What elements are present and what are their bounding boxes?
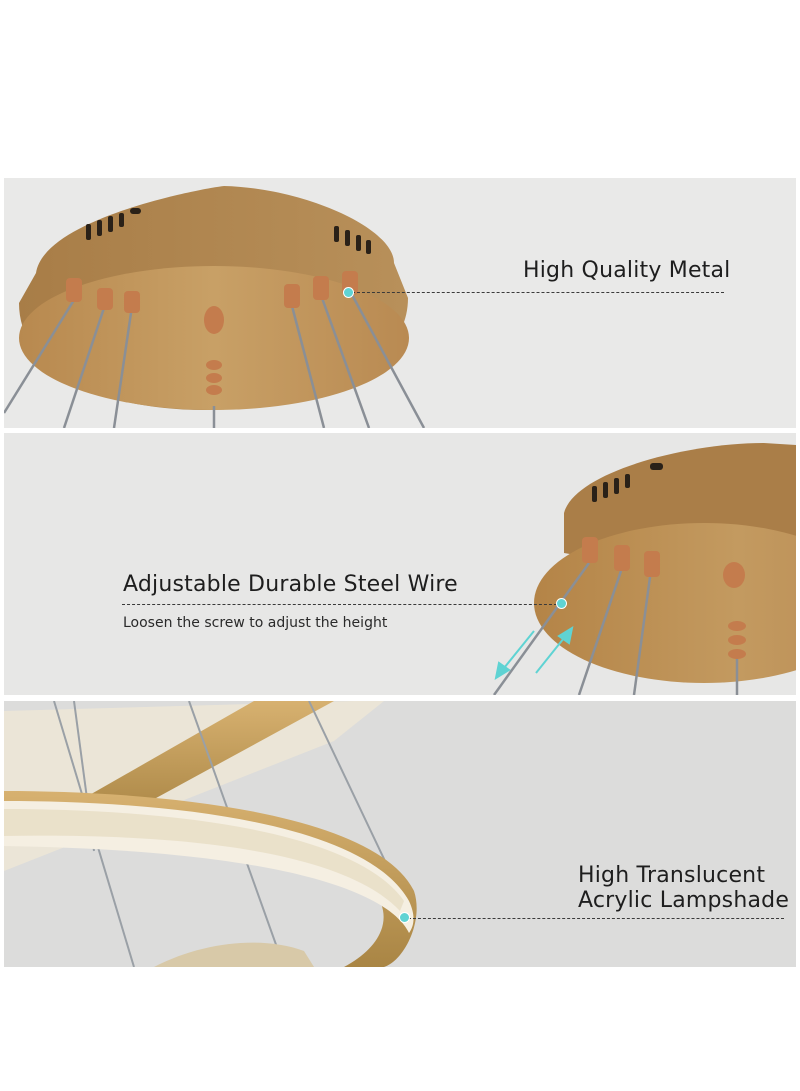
shade-callout-line [408,918,784,919]
metal-callout-title: High Quality Metal [523,258,731,283]
wire-illustration [492,443,796,695]
shade-callout-line1: High Translucent [578,863,766,888]
shade-callout-line2: Acrylic Lampshade [578,888,790,913]
wire-callout-line [122,604,562,605]
wire-callout-dot [557,599,566,608]
metal-callout-dot [344,288,353,297]
shade-callout-dot [400,913,409,922]
lampshade-panel: High Translucent Acrylic Lampshade [4,701,796,967]
ring-illustration [4,701,417,967]
canopy-illustration [4,186,426,428]
metal-canopy-panel: High Quality Metal [4,178,796,428]
wire-callout-subtitle: Loosen the screw to adjust the height [123,615,388,631]
steel-wire-panel: Adjustable Durable Steel Wire Loosen the… [4,433,796,695]
metal-callout-line [352,292,724,293]
wire-callout-title: Adjustable Durable Steel Wire [123,572,458,597]
